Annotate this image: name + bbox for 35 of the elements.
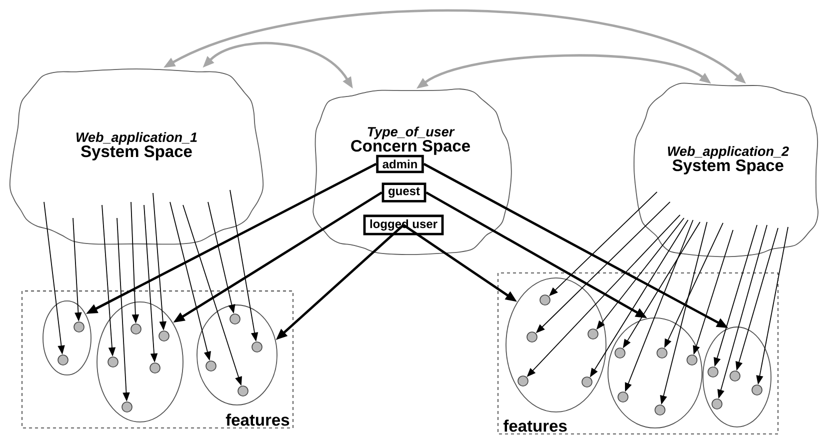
feature-dot xyxy=(614,348,626,358)
feature-dot xyxy=(158,330,170,342)
feature-dot xyxy=(730,370,740,382)
feature-dot xyxy=(58,354,68,366)
feature-dot xyxy=(540,294,550,306)
feature-ellipse xyxy=(506,278,606,412)
feature-ellipse xyxy=(196,304,278,406)
feature-dot xyxy=(588,328,598,340)
feature-dot xyxy=(150,362,160,374)
feature-ellipse xyxy=(96,302,184,422)
user-type-box: guest xyxy=(382,182,426,202)
feature-ellipse xyxy=(42,300,92,376)
feature-dot xyxy=(518,376,528,386)
feature-dot xyxy=(752,384,762,396)
user-type-box: admin xyxy=(376,154,424,174)
feature-dot xyxy=(252,342,262,352)
feature-dot xyxy=(74,322,84,332)
feature-dot xyxy=(230,314,240,324)
feature-dot xyxy=(708,366,718,378)
feature-group-box: features xyxy=(22,290,294,428)
feature-dot xyxy=(686,354,698,366)
feature-dot xyxy=(238,386,248,396)
feature-dot xyxy=(654,404,666,416)
feature-dot xyxy=(656,348,668,358)
feature-dot xyxy=(526,332,538,342)
feature-dot xyxy=(206,360,216,372)
feature-dot xyxy=(712,398,722,410)
feature-dot xyxy=(582,376,592,388)
feature-dot xyxy=(122,402,132,412)
feature-group-box: features xyxy=(498,272,778,434)
feature-ellipse xyxy=(702,326,772,428)
feature-dot xyxy=(618,392,628,402)
feature-dot xyxy=(130,324,142,334)
feature-dot xyxy=(108,356,118,368)
feature-ellipse xyxy=(608,318,702,428)
